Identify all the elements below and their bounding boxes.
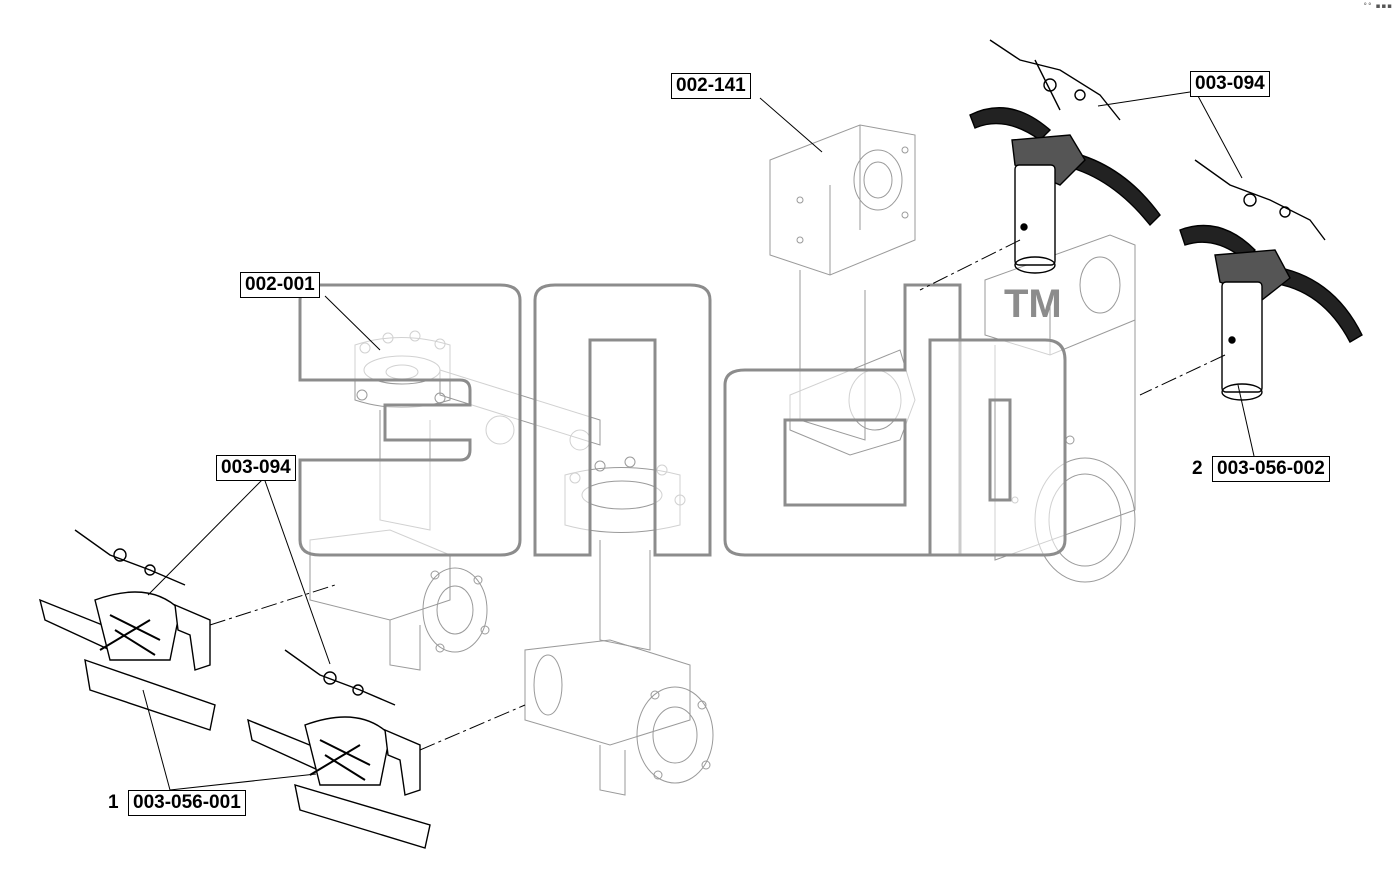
watermark-logo — [298, 283, 1067, 557]
callout-003-056-001: 003-056-001 — [128, 790, 246, 816]
item-index-1: 1 — [108, 792, 119, 813]
brush-assembly-top — [969, 39, 1161, 274]
callout-002-141: 002-141 — [671, 73, 751, 99]
corner-mark: °° ▪▪▪ — [1363, 2, 1393, 10]
scraper-assembly-left — [38, 529, 216, 731]
callout-002-001: 002-001 — [240, 272, 320, 298]
brush-assembly-right — [1179, 159, 1363, 401]
callout-003-094-top: 003-094 — [1190, 71, 1270, 97]
centerlines — [209, 239, 1226, 751]
callout-003-094-left: 003-094 — [216, 455, 296, 481]
trademark-mark: TM — [1004, 282, 1062, 326]
callout-003-056-002: 003-056-002 — [1212, 456, 1330, 482]
item-index-2: 2 — [1192, 458, 1203, 479]
leader-lines — [142, 91, 1255, 791]
scraper-assembly-bottom — [247, 649, 431, 849]
